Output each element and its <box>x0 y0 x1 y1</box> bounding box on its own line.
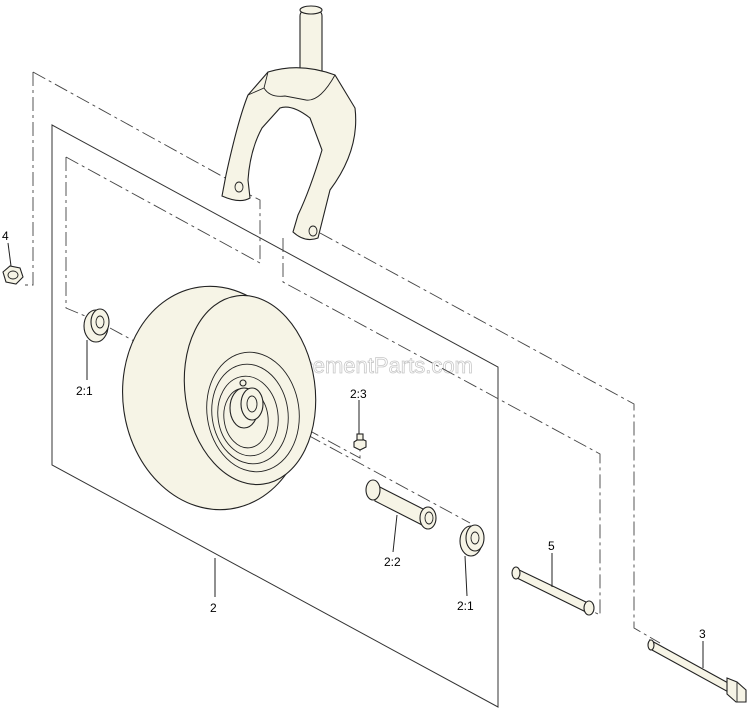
fork-left-line <box>32 71 239 186</box>
callout-2-3: 2:3 <box>350 387 367 401</box>
wheel-assembly-box <box>51 124 499 708</box>
axle-centerline <box>65 157 91 319</box>
callout-2-1-right: 2:1 <box>457 599 474 613</box>
callout-4: 4 <box>2 229 9 243</box>
spacer-tube-icon <box>365 479 437 530</box>
callout-5: 5 <box>548 539 555 553</box>
shaft-path-line <box>282 238 601 616</box>
leader-2-1-right <box>464 555 468 597</box>
callout-2-2: 2:2 <box>384 555 401 569</box>
bearing-icon <box>83 308 110 343</box>
bearing-icon <box>459 524 485 557</box>
nut-alignment-line <box>22 72 34 286</box>
nut-icon <box>2 265 24 285</box>
leader-4 <box>7 242 12 267</box>
callout-2: 2 <box>210 601 217 615</box>
callout-2-1-left: 2:1 <box>76 384 93 398</box>
grease-fitting-icon <box>353 433 367 451</box>
wheel-tire-icon <box>122 285 317 511</box>
bolt-path-line <box>319 232 661 644</box>
leader-2-2 <box>392 514 398 553</box>
shaft-icon <box>511 566 595 616</box>
bolt-icon <box>647 638 747 703</box>
axle-box-line <box>65 156 261 264</box>
caster-fork-icon <box>221 5 357 241</box>
callout-3: 3 <box>699 627 706 641</box>
